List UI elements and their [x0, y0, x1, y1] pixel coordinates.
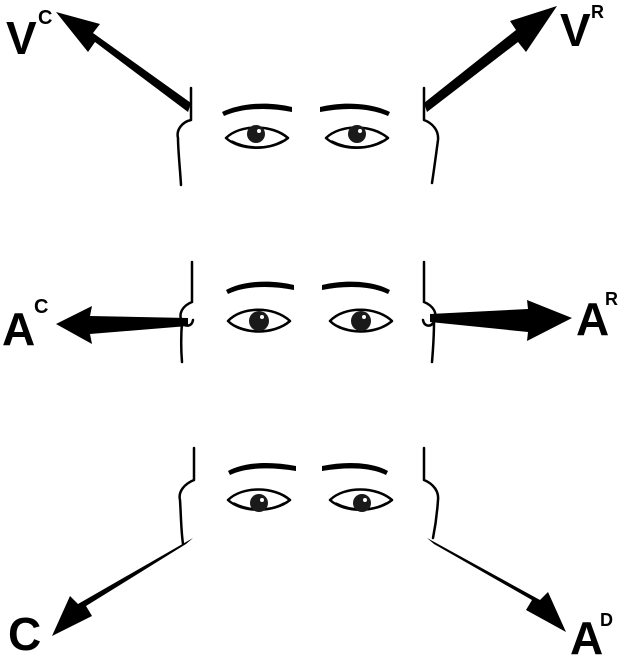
svg-text:D: D	[600, 610, 613, 630]
face-middle-left-outline	[179, 260, 195, 364]
face-middle-right-eye	[328, 308, 394, 333]
svg-text:C: C	[34, 296, 48, 318]
label-bottom-right: A D	[570, 610, 613, 657]
arrow-down-right	[427, 538, 566, 632]
face-bottom	[178, 446, 440, 546]
face-top-right-eye	[324, 125, 390, 149]
arrow-down-left	[52, 538, 193, 636]
face-middle	[179, 260, 437, 364]
svg-text:A: A	[576, 293, 609, 345]
arrow-left	[56, 306, 188, 344]
face-middle-right-outline	[421, 260, 437, 364]
face-middle-left-eye	[226, 308, 292, 333]
face-middle-right-eyebrow	[322, 281, 390, 294]
face-top-left-eye	[224, 125, 290, 149]
face-middle-left-eyebrow	[226, 281, 294, 294]
arrow-up-right	[424, 6, 557, 112]
label-middle-right: A R	[576, 289, 618, 345]
svg-text:A: A	[2, 303, 35, 355]
face-bottom-right-outline	[422, 446, 440, 540]
face-bottom-left-outline	[178, 446, 196, 546]
arrow-right	[430, 300, 572, 341]
face-top	[176, 86, 440, 187]
svg-text:V: V	[6, 12, 37, 64]
label-middle-left: A C	[2, 296, 48, 355]
svg-text:C: C	[38, 7, 52, 29]
svg-text:R: R	[605, 289, 618, 309]
face-bottom-right-eyebrow	[322, 463, 388, 475]
face-bottom-right-eye	[328, 488, 394, 512]
face-top-left-eyebrow	[222, 103, 292, 116]
svg-text:C: C	[8, 608, 41, 657]
face-top-right-outline	[422, 86, 440, 185]
arrow-up-left	[56, 12, 191, 112]
svg-text:V: V	[560, 4, 591, 56]
svg-text:R: R	[591, 2, 604, 22]
label-top-left: V C	[6, 7, 52, 64]
face-bottom-left-eyebrow	[228, 463, 296, 475]
face-bottom-left-eye	[226, 488, 292, 512]
label-top-right: V R	[560, 2, 604, 56]
face-top-left-outline	[176, 86, 193, 187]
face-top-right-eyebrow	[320, 103, 390, 116]
label-bottom-left: C	[8, 608, 41, 657]
svg-text:A: A	[570, 612, 603, 657]
